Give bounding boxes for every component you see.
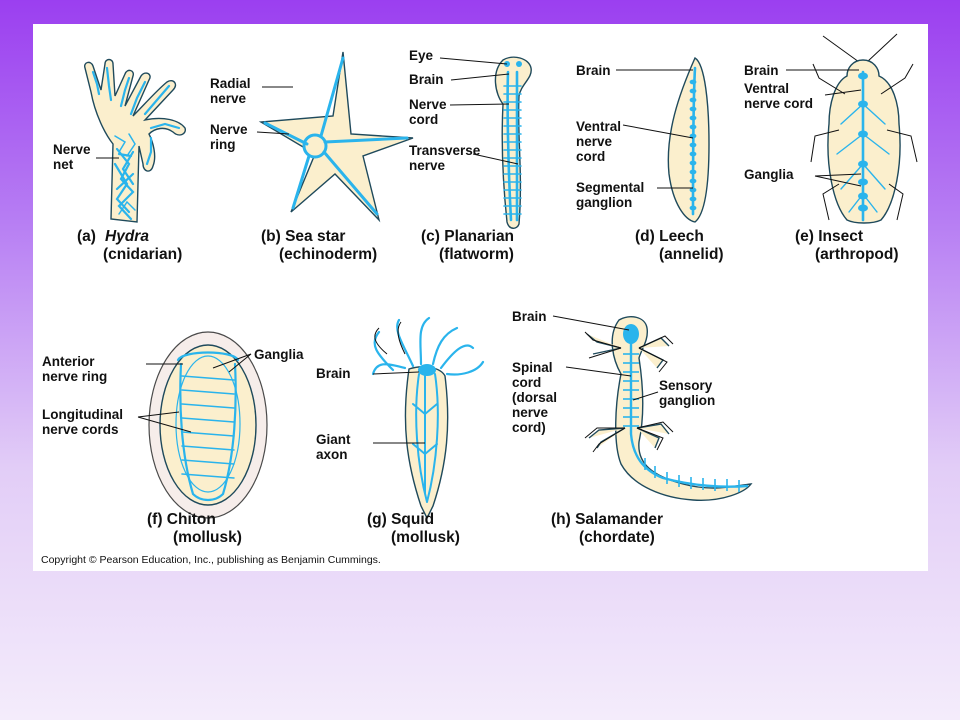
ganglion-dot: [689, 169, 697, 175]
caption-sea-star: (b) Sea star (echinoderm): [261, 228, 377, 263]
nerve-cord-line: [181, 445, 235, 451]
ganglion-dot: [689, 79, 697, 85]
label-brain-salamander: Brain: [512, 309, 547, 324]
longitudinal-nerve-cords: [181, 375, 235, 479]
ganglion-dot: [689, 178, 697, 184]
label-brain-leech: Brain: [576, 63, 611, 78]
caption-leech: (d) Leech (annelid): [635, 228, 724, 263]
ganglion-dot: [689, 106, 697, 112]
nerve-cord-line: [181, 473, 235, 479]
label-brain-planarian: Brain: [409, 72, 444, 87]
ganglion-dot: [689, 196, 697, 202]
nerve-cord-line: [181, 375, 235, 381]
caption-planarian: (c) Planarian (flatworm): [421, 228, 518, 263]
ganglion-dot: [689, 88, 697, 94]
caption-hydra: (a) Hydra (cnidarian): [77, 228, 182, 263]
caption-salamander: (h) Salamander (chordate): [551, 511, 667, 546]
ganglion-dot: [689, 124, 697, 130]
ganglion-dot: [689, 151, 697, 157]
ganglion-dot: [689, 115, 697, 121]
caption-squid: (g) Squid (mollusk): [367, 511, 460, 546]
nerve-cord-line: [181, 417, 235, 423]
nerve-cord-line: [181, 459, 235, 465]
ganglion-dot: [689, 160, 697, 166]
ganglion-dot: [689, 205, 697, 211]
label-ganglia-insect: Ganglia: [744, 167, 794, 182]
transverse-nerves: [503, 85, 522, 215]
segmental-ganglia: [689, 79, 697, 211]
nerve-cord-line: [181, 389, 235, 395]
ganglion-dot: [689, 187, 697, 193]
ganglion-dot: [858, 72, 868, 80]
nerve-cord-line: [181, 431, 235, 437]
label-brain-squid: Brain: [316, 366, 351, 381]
label-brain-insect: Brain: [744, 63, 779, 78]
nerve-cord-line: [181, 403, 235, 409]
caption-chiton: (f) Chiton (mollusk): [147, 511, 242, 546]
ganglion-dot: [858, 204, 868, 212]
copyright-notice: Copyright © Pearson Education, Inc., pub…: [41, 554, 381, 566]
label-eye: Eye: [409, 48, 434, 63]
caption-insect: (e) Insect (arthropod): [795, 228, 899, 263]
ganglion-dot: [858, 178, 868, 186]
ganglion-dot: [689, 142, 697, 148]
label-ganglia-chiton: Ganglia: [254, 347, 304, 362]
ganglion-dot: [689, 97, 697, 103]
